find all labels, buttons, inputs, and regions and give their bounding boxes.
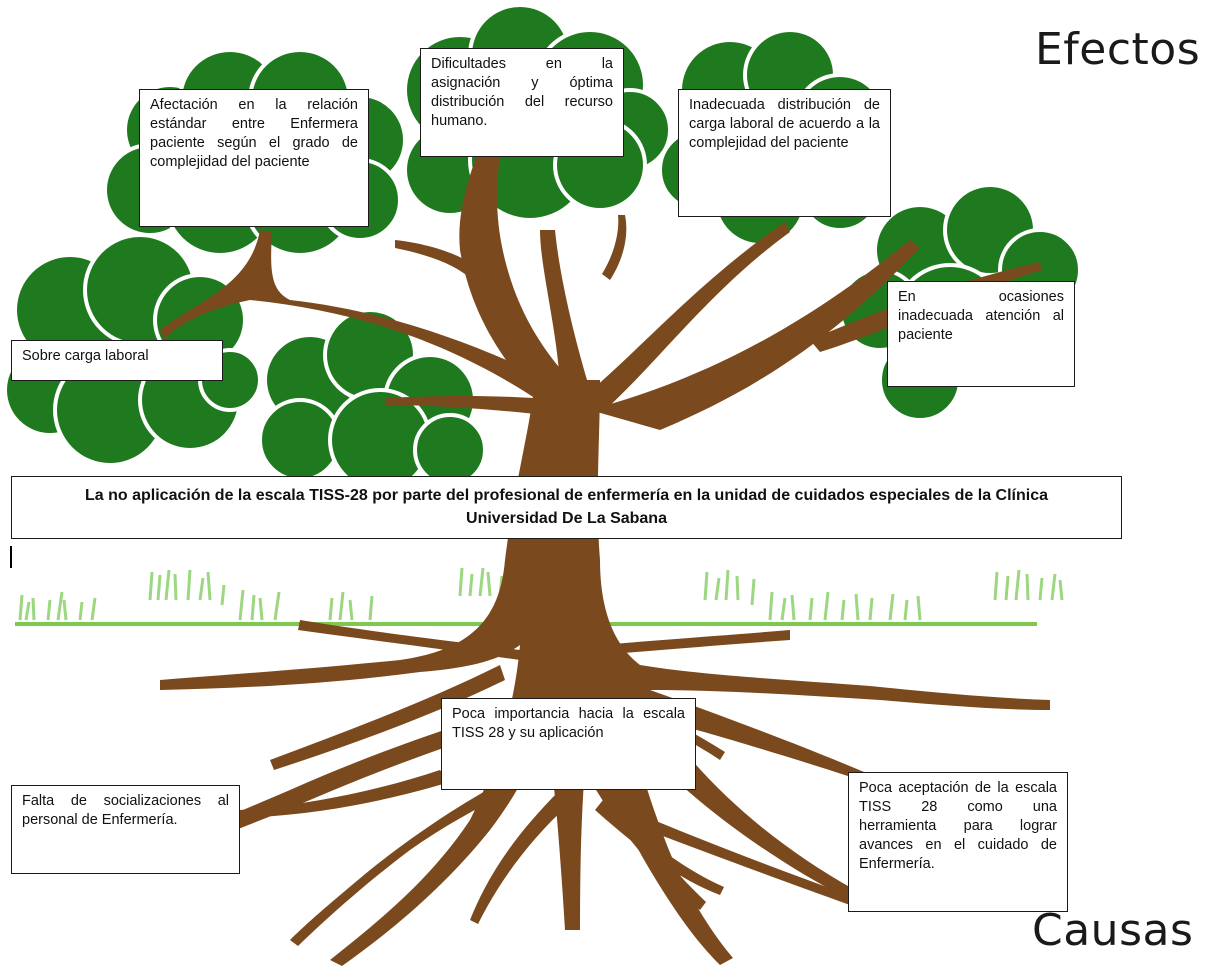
effect-box-1: Afectación en la relación estándar entre…: [139, 89, 369, 227]
effect-box-3: Inadecuada distribución de carga laboral…: [678, 89, 891, 217]
text-cursor: [10, 546, 12, 568]
effect-box-4: Sobre carga laboral: [11, 340, 223, 381]
effect-box-5: En ocasiones inadecuada atención al paci…: [887, 281, 1075, 387]
effects-heading: Efectos: [1035, 24, 1201, 75]
cause-box-3: Poca aceptación de la escala TISS 28 com…: [848, 772, 1068, 912]
canopy-center-low: [258, 308, 487, 492]
trunk-and-branches: [160, 120, 1042, 560]
central-problem-box: La no aplicación de la escala TISS-28 po…: [11, 476, 1122, 539]
cause-box-2: Falta de socializaciones al personal de …: [11, 785, 240, 874]
causes-heading: Causas: [1032, 905, 1194, 956]
grass-tufts: [18, 567, 1064, 621]
effect-box-2: Dificultades en la asignación y óptima d…: [420, 48, 624, 157]
cause-box-1: Poca importancia hacia la escala TISS 28…: [441, 698, 696, 790]
